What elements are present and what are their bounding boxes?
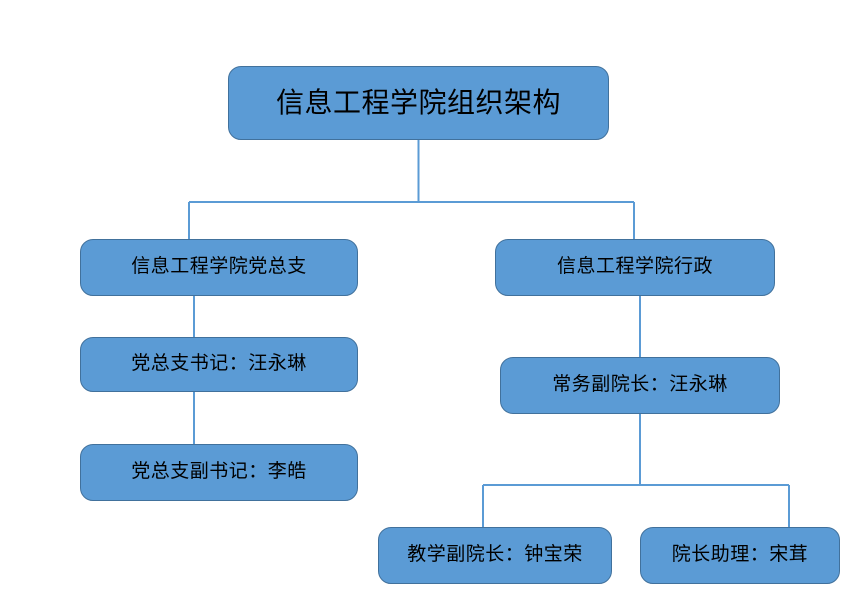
node-dean-assistant[interactable]: 院长助理：宋茸 bbox=[640, 527, 840, 584]
node-exec-vice-dean-label: 常务副院长：汪永琳 bbox=[552, 374, 728, 396]
node-exec-vice-dean[interactable]: 常务副院长：汪永琳 bbox=[500, 357, 780, 414]
node-party[interactable]: 信息工程学院党总支 bbox=[80, 239, 358, 296]
node-teaching-vice-dean[interactable]: 教学副院长：钟宝荣 bbox=[378, 527, 612, 584]
node-dean-assistant-label: 院长助理：宋茸 bbox=[671, 544, 809, 566]
node-admin-label: 信息工程学院行政 bbox=[556, 256, 713, 278]
node-party-secretary-label: 党总支书记：汪永琳 bbox=[131, 353, 307, 375]
node-party-secretary[interactable]: 党总支书记：汪永琳 bbox=[80, 337, 358, 392]
node-party-vice-secretary[interactable]: 党总支副书记：李皓 bbox=[80, 444, 358, 501]
node-root-label: 信息工程学院组织架构 bbox=[275, 86, 561, 118]
node-party-label: 信息工程学院党总支 bbox=[131, 256, 307, 278]
node-admin[interactable]: 信息工程学院行政 bbox=[495, 239, 775, 296]
node-party-vice-secretary-label: 党总支副书记：李皓 bbox=[131, 461, 307, 483]
node-root[interactable]: 信息工程学院组织架构 bbox=[228, 66, 609, 140]
node-teaching-vice-dean-label: 教学副院长：钟宝荣 bbox=[407, 544, 583, 566]
